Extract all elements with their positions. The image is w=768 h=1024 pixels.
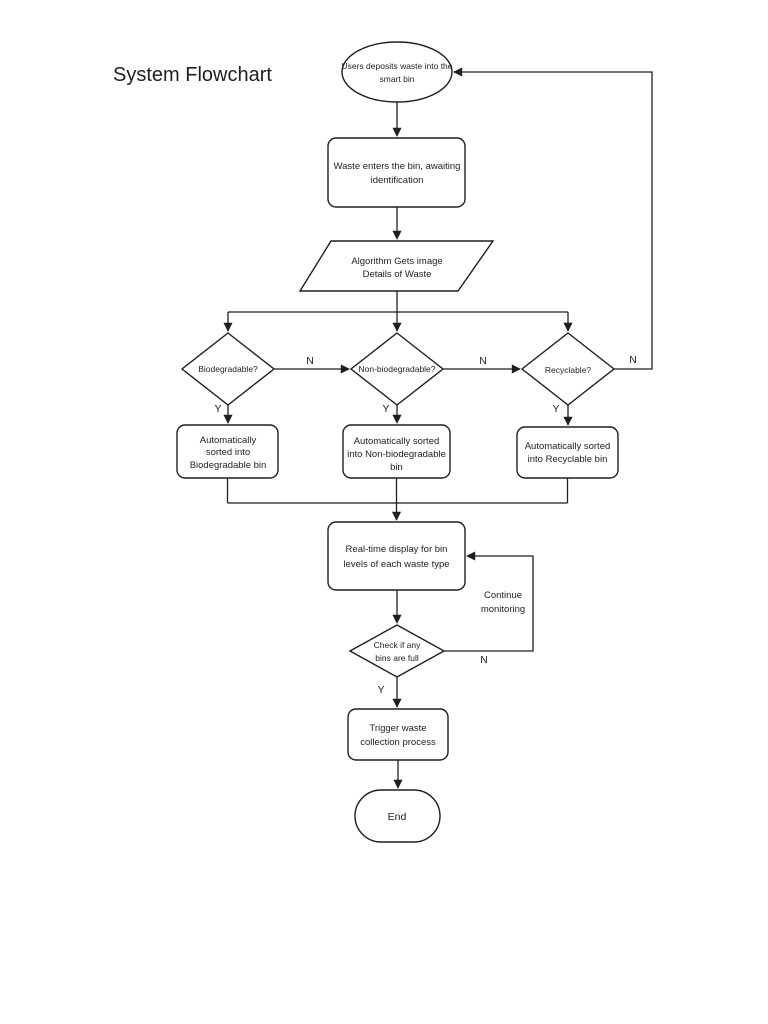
node-sorted-recyclable-line1: Automatically sorted: [525, 441, 611, 452]
edge-check-no-loop: [444, 551, 534, 652]
node-algorithm: Algorithm Gets image Details of Waste: [298, 240, 495, 292]
sorted-recyclable-rect: [516, 426, 619, 479]
label-check-yes: Y: [377, 684, 384, 696]
node-end: End: [354, 789, 441, 843]
node-trigger-collection-line1: Trigger waste: [369, 723, 426, 734]
trigger-collection-rect: [347, 708, 449, 761]
label-non-biodegradable-yes: Y: [382, 403, 389, 415]
edge-bins-merge: [226, 478, 569, 504]
node-check-bins-full-line1: Check if any: [374, 640, 422, 650]
node-algorithm-text-line1: Algorithm Gets image: [351, 256, 442, 267]
node-waste-enters-text-line1: Waste enters the bin, awaiting: [334, 161, 461, 172]
label-check-no: N: [480, 654, 488, 666]
node-sorted-non-biodegradable-line2: into Non-biodegradable: [347, 449, 446, 460]
label-continue-monitoring-line2: monitoring: [481, 604, 525, 615]
node-start: Users deposits waste into the smart bin: [341, 41, 453, 103]
edge-labels: N N N Y Y Y N Y Continue monitoring: [214, 354, 636, 696]
non-biodegradable-diamond: [349, 332, 445, 406]
node-non-biodegradable-decision: Non-biodegradable?: [349, 332, 445, 406]
page-title: System Flowchart: [113, 64, 272, 86]
recyclable-diamond: [520, 332, 616, 406]
node-non-biodegradable-text: Non-biodegradable?: [358, 364, 435, 374]
sorted-biodegradable-rect: [176, 424, 279, 479]
label-non-biodegradable-no: N: [479, 355, 487, 367]
end-terminator: [354, 789, 441, 843]
node-start-text-line1: Users deposits waste into the: [341, 61, 452, 71]
node-sorted-recyclable: Automatically sorted into Recyclable bin: [516, 426, 619, 479]
node-sorted-biodegradable-line3: Biodegradable bin: [190, 460, 267, 471]
node-end-text: End: [388, 811, 407, 823]
node-recyclable-text: Recyclable?: [545, 365, 592, 375]
node-waste-enters-text-line2: identification: [371, 175, 424, 186]
node-sorted-non-biodegradable: Automatically sorted into Non-biodegrada…: [342, 424, 451, 479]
node-trigger-collection: Trigger waste collection process: [347, 708, 449, 761]
label-recyclable-no: N: [629, 354, 637, 366]
node-sorted-biodegradable-line1: Automatically: [200, 435, 257, 446]
node-realtime-display-line2: levels of each waste type: [343, 559, 449, 570]
realtime-display-rect: [327, 521, 466, 591]
node-biodegradable-decision: Biodegradable?: [180, 332, 276, 406]
label-recyclable-yes: Y: [552, 403, 559, 415]
node-realtime-display: Real-time display for bin levels of each…: [327, 521, 466, 591]
label-biodegradable-no: N: [306, 355, 314, 367]
biodegradable-diamond: [180, 332, 276, 406]
node-check-bins-full-line2: bins are full: [375, 653, 419, 663]
label-biodegradable-yes: Y: [214, 403, 221, 415]
node-biodegradable-text: Biodegradable?: [198, 364, 258, 374]
node-waste-enters: Waste enters the bin, awaiting identific…: [327, 137, 466, 208]
edge-recyclable-no-loop: [453, 67, 653, 370]
algorithm-parallelogram: [298, 240, 495, 292]
node-sorted-biodegradable-line2: sorted into: [206, 447, 250, 458]
node-sorted-recyclable-line2: into Recyclable bin: [528, 454, 608, 465]
node-start-text-line2: smart bin: [380, 74, 415, 84]
node-realtime-display-line1: Real-time display for bin: [346, 544, 448, 555]
waste-enters-rect: [327, 137, 466, 208]
node-sorted-non-biodegradable-line3: bin: [390, 462, 403, 473]
label-continue-monitoring-line1: Continue: [484, 590, 522, 601]
node-trigger-collection-line2: collection process: [360, 737, 436, 748]
node-recyclable-decision: Recyclable?: [520, 332, 616, 406]
node-sorted-non-biodegradable-line1: Automatically sorted: [354, 436, 440, 447]
edge-algorithm-split: [228, 291, 568, 313]
flowchart-edges: [223, 67, 653, 789]
node-algorithm-text-line2: Details of Waste: [363, 269, 432, 280]
node-sorted-biodegradable: Automatically sorted into Biodegradable …: [176, 424, 279, 479]
check-bins-full-diamond: [348, 624, 446, 678]
sorted-non-biodegradable-rect: [342, 424, 451, 479]
node-check-bins-full: Check if any bins are full: [348, 624, 446, 678]
start-ellipse: [341, 41, 453, 103]
